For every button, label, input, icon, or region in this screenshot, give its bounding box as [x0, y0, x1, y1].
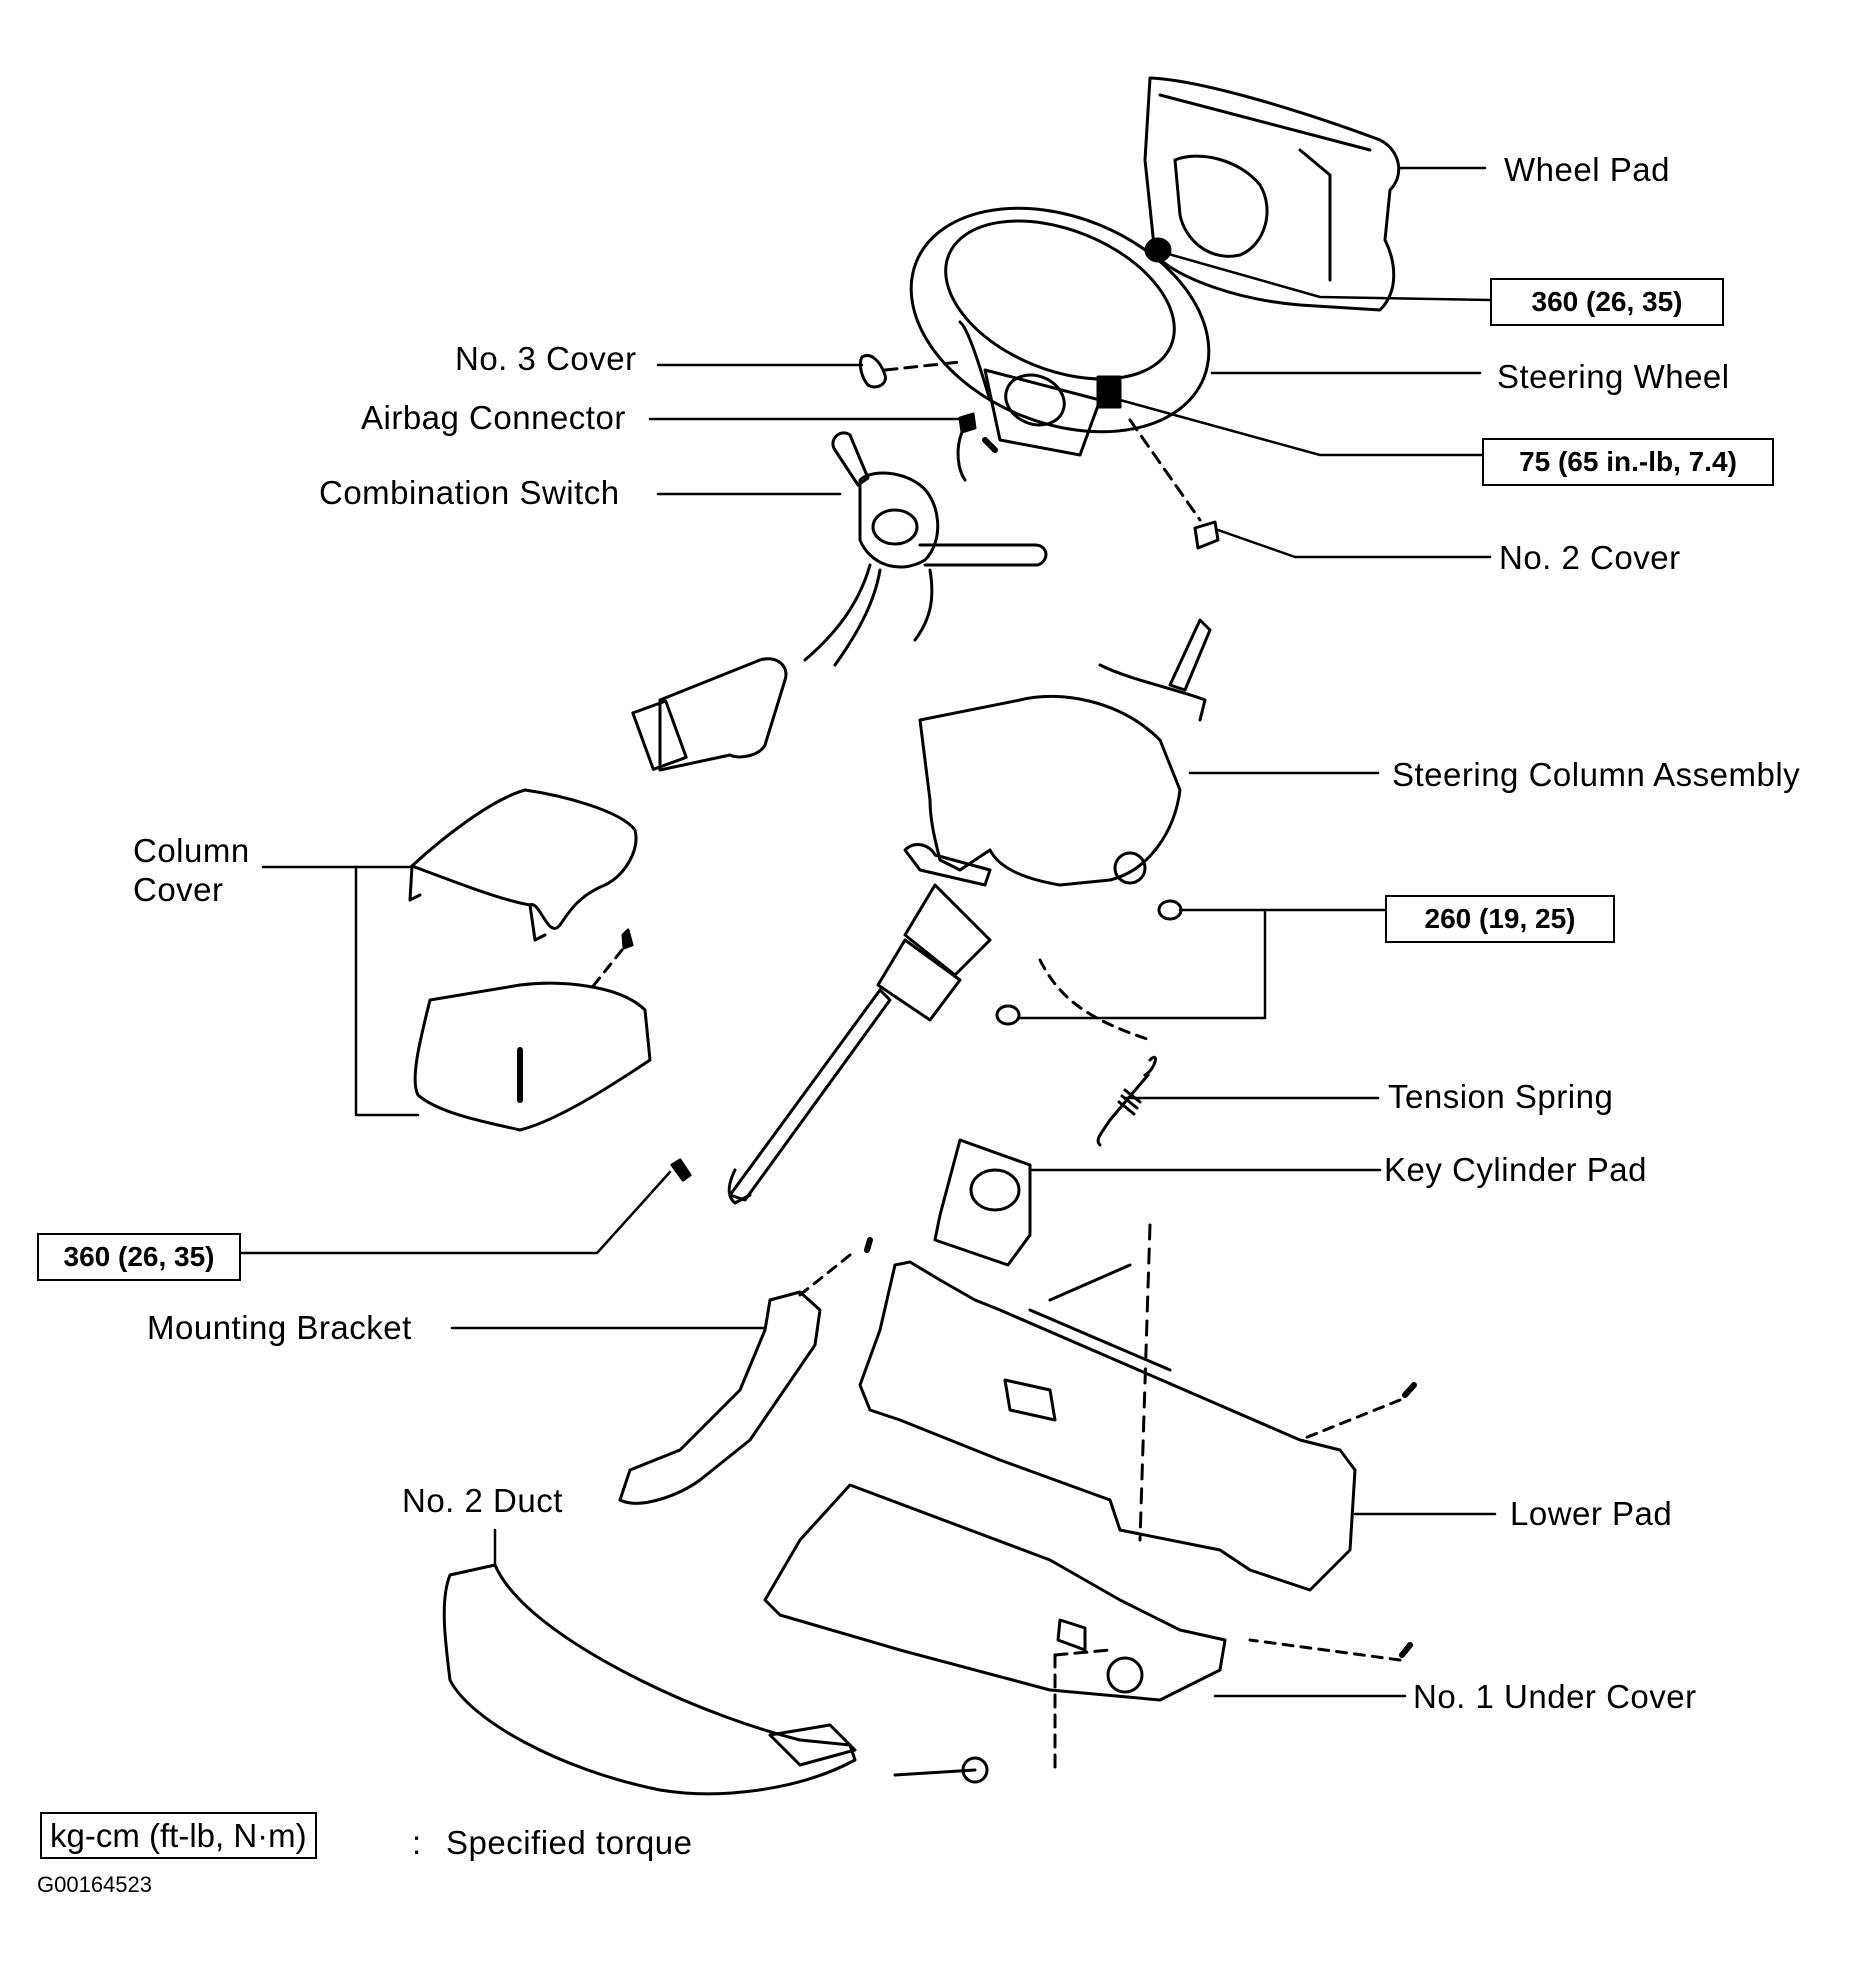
leader-lines — [238, 166, 1497, 1698]
label-no3-cover: No. 3 Cover — [455, 340, 637, 377]
wheel-pad-drawing — [1143, 76, 1401, 312]
no2-cover-drawing — [1193, 520, 1220, 550]
torque-column-nuts: 260 (19, 25) — [1385, 895, 1615, 943]
label-mounting-bracket: Mounting Bracket — [147, 1309, 412, 1346]
label-steering-wheel: Steering Wheel — [1497, 358, 1730, 395]
torque-steering-wheel-nut: 360 (26, 35) — [1490, 278, 1724, 326]
mounting-bracket-drawing — [618, 1237, 873, 1505]
label-column-cover-line1: Column — [133, 832, 250, 869]
steering-wheel-drawing — [909, 206, 1211, 457]
no3-cover-drawing — [858, 354, 887, 389]
lower-pad-drawing — [858, 1223, 1417, 1592]
nut-upper-drawing — [1157, 899, 1183, 921]
nut-lower-drawing — [995, 1004, 1021, 1026]
figure-code: G00164523 — [37, 1872, 152, 1897]
label-lower-pad: Lower Pad — [1510, 1495, 1673, 1532]
legend-description: Specified torque — [446, 1824, 693, 1861]
label-no2-cover: No. 2 Cover — [1499, 539, 1681, 576]
no1-under-cover-drawing — [763, 1483, 1413, 1702]
legend-unit-box: kg-cm (ft-lb, N·m) — [40, 1812, 317, 1859]
label-airbag-connector: Airbag Connector — [361, 399, 626, 436]
label-no1-under-cover: No. 1 Under Cover — [1413, 1678, 1697, 1715]
airbag-connector-drawing — [958, 412, 977, 434]
combination-switch-drawing — [631, 431, 1048, 772]
label-no2-duct: No. 2 Duct — [402, 1482, 563, 1519]
torque-column-bolt: 360 (26, 35) — [37, 1233, 241, 1281]
legend-separator: : — [412, 1824, 422, 1861]
dashed-guide — [883, 360, 962, 372]
label-combination-switch: Combination Switch — [319, 474, 620, 511]
label-column-cover-line2: Cover — [133, 871, 224, 908]
column-cover-drawing — [408, 788, 652, 1132]
label-tension-spring: Tension Spring — [1388, 1078, 1614, 1115]
torque-airbag-screw: 75 (65 in.-lb, 7.4) — [1482, 438, 1774, 486]
key-cylinder-pad-drawing — [933, 1138, 1032, 1267]
nut-drawing — [1144, 237, 1172, 263]
steering-column-drawing — [727, 618, 1212, 1205]
label-wheel-pad: Wheel Pad — [1504, 151, 1670, 188]
tension-spring-drawing — [1096, 1055, 1157, 1147]
label-steering-column-assembly: Steering Column Assembly — [1392, 756, 1801, 793]
label-key-cylinder-pad: Key Cylinder Pad — [1384, 1151, 1647, 1188]
no2-duct-drawing — [442, 1563, 857, 1796]
